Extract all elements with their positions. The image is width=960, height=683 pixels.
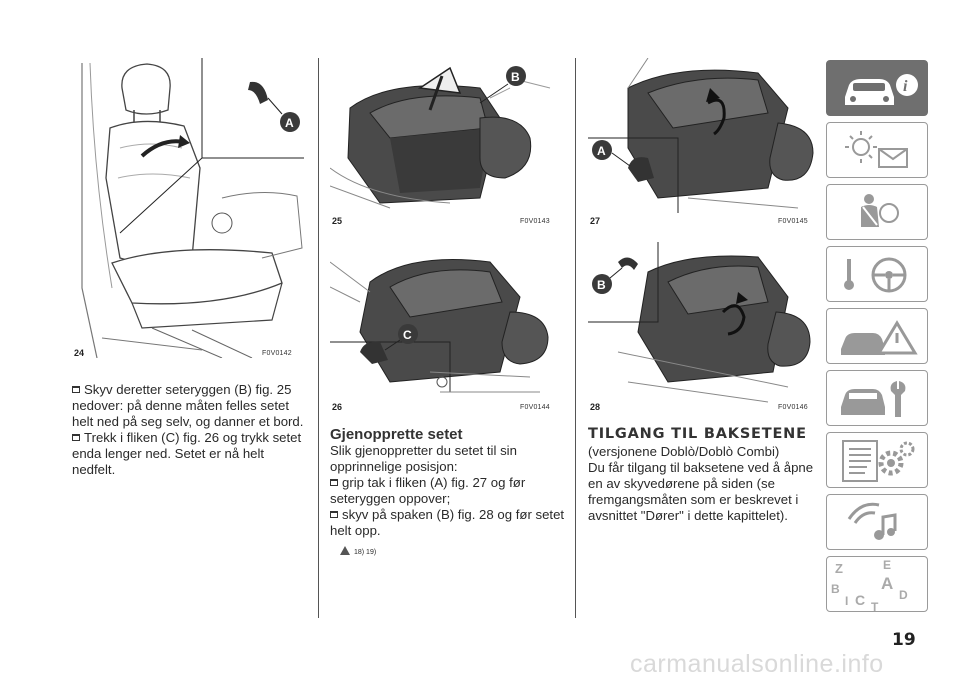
seatbelt-airbag-icon [861,194,899,227]
watermark: carmanualsonline.info [630,650,884,678]
index-letter: Z [835,561,843,576]
alphabetical-index-icon: Z E B A C D I T [831,558,908,613]
intro-text: Slik gjenoppretter du setet til sin oppr… [330,443,517,474]
index-letter: C [855,592,865,608]
figure-number: 26 [332,402,343,412]
figure-number: 27 [590,216,601,226]
key-steering-wheel-icon [844,257,907,293]
index-letter: B [831,582,840,596]
index-letter: A [881,574,893,593]
figure-number: 24 [74,348,85,358]
warning-light-message-icon [845,131,908,168]
column-divider [318,58,319,618]
column-divider [575,58,576,618]
index-letter: D [899,588,908,602]
tab-maintenance[interactable] [826,370,928,426]
checkbox-bullet-icon [330,511,338,518]
figure-26-callout: C [403,328,412,342]
figure-25-callout: B [511,70,520,84]
car-service-wrench-icon [841,381,906,417]
technical-data-gear-icon [842,440,915,482]
car-info-icon: i [845,74,918,105]
figure-26: C 26 F0V0144 [330,242,562,412]
checkbox-bullet-icon [330,479,338,486]
figure-27: A 27 F0V0145 [588,58,820,226]
svg-text:i: i [903,78,908,95]
figure-24-callout: A [285,116,294,130]
figure-code: F0V0145 [778,218,808,225]
figure-code: F0V0143 [520,218,550,225]
warning-triangle-icon [340,546,350,555]
multimedia-music-icon [847,502,897,540]
figure-code: F0V0144 [520,404,550,411]
figure-number: 28 [590,402,601,412]
figure-code: F0V0146 [778,404,808,411]
folded-seat-illustration: B [330,58,562,209]
emergency-triangle-car-icon [841,320,918,355]
section-heading: Gjenopprette setet [330,426,463,443]
tab-warning-lights[interactable] [826,122,928,178]
figure-25: B 25 F0V0143 [330,58,562,226]
bullet-item: Trekk i fliken (C) fig. 26 og trykk sete… [72,430,302,477]
checkbox-bullet-icon [72,386,80,393]
tab-safety[interactable] [826,184,928,240]
warning-references: 18) 19) [354,549,377,556]
seat-illustration: A [81,58,304,358]
tab-starting[interactable] [826,246,928,302]
tab-emergency[interactable] [826,308,928,364]
figure-28: B 28 F0V0146 [588,242,820,412]
column-3-text: (versjonene Doblò/Doblò Combi) Du får ti… [588,444,823,524]
figure-24: A 24 F0V0142 [72,58,304,358]
checkbox-bullet-icon [72,434,80,441]
tab-multimedia[interactable] [826,494,928,550]
folded-seat-tab-illustration: C [330,259,549,393]
section-heading: TILGANG TIL BAKSETENE [588,426,807,442]
bullet-item: Skyv deretter seteryggen (B) fig. 25 ned… [72,382,304,429]
subtitle: (versjonene Doblò/Doblò Combi) [588,444,780,459]
paragraph: Du får tilgang til baksetene ved å åpne … [588,460,814,523]
figure-code: F0V0142 [262,350,292,357]
tab-index[interactable]: Z E B A C D I T [826,556,928,613]
column-2-text: Slik gjenoppretter du setet til sin oppr… [330,443,565,561]
index-letter: E [883,558,891,572]
figure-number: 25 [332,216,343,226]
page-number: 19 [892,630,916,650]
bullet-item: skyv på spaken (B) fig. 28 og før setet … [330,507,565,538]
figure-27-callout: A [597,144,606,158]
index-letter: I [845,594,848,608]
bullet-item: grip tak i fliken (A) fig. 27 og før set… [330,475,526,506]
seat-lever-illustration: B [588,242,811,403]
tab-technical-data[interactable] [826,432,928,488]
column-1-text: Skyv deretter seteryggen (B) fig. 25 ned… [72,382,307,478]
index-letter: T [871,600,879,613]
raising-seat-illustration: A [588,58,814,213]
figure-28-callout: B [597,278,606,292]
tab-car-info[interactable]: i [826,60,928,116]
